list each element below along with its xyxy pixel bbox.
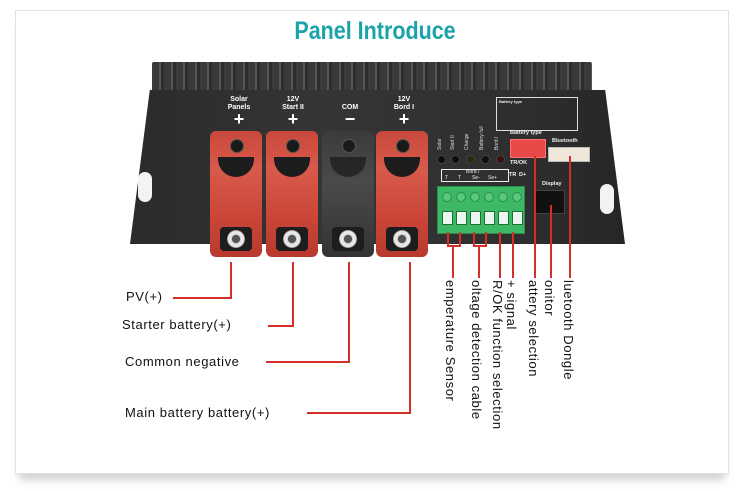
led-indicator-start: [451, 155, 460, 164]
terminal-nut: [386, 227, 418, 251]
callout-bluetooth-dongle: luetooth Dongle: [561, 280, 576, 381]
green-terminal-block[interactable]: [437, 186, 525, 234]
led-indicator-charge: [466, 155, 475, 164]
connector-label-box: Bord I T T Se- Se+: [441, 169, 509, 182]
callout-monitor: onitor: [542, 280, 557, 317]
led-label-battery-full: Battery full: [479, 126, 485, 150]
terminal-label-com: COM: [341, 104, 359, 111]
screw-icon: [286, 139, 300, 153]
callout-line: [268, 325, 294, 327]
callout-pv: PV(+): [126, 289, 163, 304]
callout-line: [512, 232, 514, 278]
tr-ok-label: TR/OK: [510, 160, 528, 166]
led-indicator-bord: [496, 155, 505, 164]
plus-icon: +: [233, 109, 245, 129]
callout-common-negative: Common negative: [125, 354, 240, 369]
terminal-nut: [332, 227, 364, 251]
led-label-solar: Solar: [437, 138, 443, 150]
battery-type-table: Battery type: [496, 97, 578, 131]
callout-starter-battery: Starter battery(+): [122, 317, 232, 332]
callout-line: [266, 361, 350, 363]
callout-temperature-sensor: emperature Sensor: [443, 280, 458, 402]
heatsink-fins: [152, 62, 592, 92]
terminal-bord[interactable]: [376, 131, 428, 257]
mounting-slot-right: [600, 184, 614, 214]
screw-icon: [396, 139, 410, 153]
page-title: Panel Introduce: [294, 17, 456, 45]
plus-icon: +: [398, 109, 410, 129]
screw-icon: [230, 139, 244, 153]
callout-line: [292, 262, 294, 326]
callout-line: [569, 156, 571, 278]
d-plus-pin-label: D+: [519, 172, 527, 178]
callout-line: [534, 156, 536, 278]
battery-type-label: Battery type: [510, 130, 542, 136]
led-indicator-battery-full: [481, 155, 490, 164]
led-label-bord: Bord I: [494, 136, 500, 150]
battery-type-dip-switch[interactable]: [510, 139, 546, 158]
led-label-charge: Charge: [464, 133, 470, 150]
display-label: Display: [542, 181, 562, 187]
terminal-com[interactable]: [322, 131, 374, 257]
callout-line: [173, 297, 232, 299]
callout-line: [307, 412, 411, 414]
led-label-start: Start II: [450, 135, 456, 150]
callout-tr-ok-function: R/OK function selection: [490, 280, 505, 430]
callout-line: [499, 232, 501, 278]
terminal-nut: [220, 227, 252, 251]
callout-line: [348, 262, 350, 362]
led-indicator-solar: [437, 155, 446, 164]
terminal-nut: [276, 227, 308, 251]
screw-icon: [342, 139, 356, 153]
callout-battery-selection: attery selection: [526, 280, 541, 378]
callout-line: [452, 245, 454, 278]
terminal-solar[interactable]: [210, 131, 262, 257]
bluetooth-label: Bluetooth: [552, 138, 578, 144]
callout-d-plus-signal: + signal: [504, 280, 519, 330]
callout-line: [550, 205, 552, 278]
terminal-start[interactable]: [266, 131, 318, 257]
callout-line: [230, 262, 232, 298]
minus-icon: −: [344, 109, 356, 129]
mounting-slot-left: [138, 172, 152, 202]
callout-main-battery: Main battery battery(+): [125, 405, 270, 420]
callout-voltage-detection: oltage detection cable: [469, 280, 484, 420]
tr-pin-label: TR: [509, 172, 517, 178]
callout-line: [409, 262, 411, 413]
plus-icon: +: [287, 109, 299, 129]
callout-line: [478, 245, 480, 278]
